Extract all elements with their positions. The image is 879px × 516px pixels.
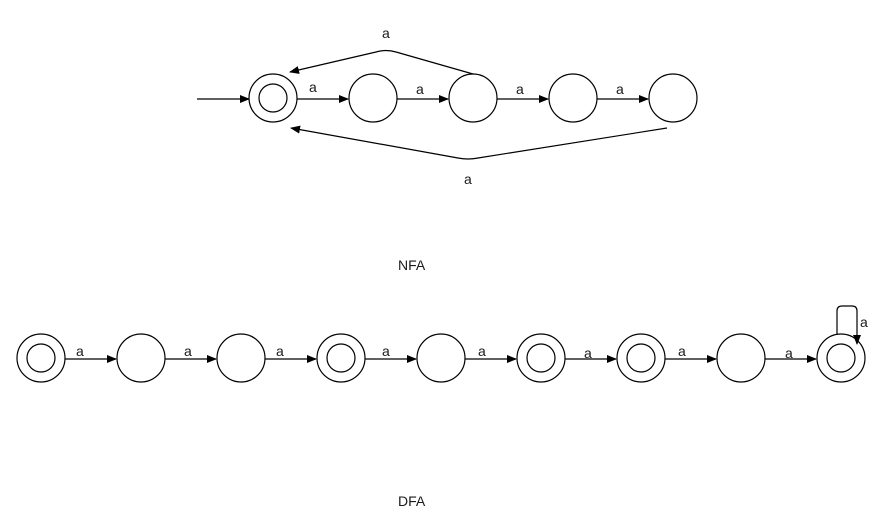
dfa-state-8-accept-ring [826, 343, 856, 373]
dfa-edge-2-3-label: a [276, 343, 284, 359]
nfa-edge-2-3-label: a [516, 81, 524, 97]
dfa-state-0 [16, 333, 66, 383]
dfa-edge-4-5-label: a [478, 343, 486, 359]
dfa-self-loop-8-label: a [860, 314, 868, 330]
dfa-state-3 [316, 333, 366, 383]
dfa-state-6 [616, 333, 666, 383]
dfa-state-5-accept-ring [526, 343, 556, 373]
nfa-edge-4-0 [290, 125, 668, 160]
nfa-diagram: a a a a a a NFA [197, 25, 698, 273]
dfa-state-4 [416, 333, 466, 383]
dfa-edge-3-4-label: a [382, 343, 390, 359]
dfa-state-0-accept-ring [26, 343, 56, 373]
dfa-state-5 [516, 333, 566, 383]
dfa-state-1 [116, 333, 166, 383]
nfa-state-0-accept-ring [258, 83, 288, 113]
dfa-edge-7-8-label: a [785, 345, 793, 361]
nfa-edge-4-0-label: a [464, 171, 472, 187]
nfa-edge-1-2-label: a [416, 81, 424, 97]
nfa-state-2 [448, 73, 498, 123]
nfa-caption: NFA [398, 257, 426, 273]
nfa-edge-2-0-label: a [382, 25, 390, 41]
nfa-state-0 [248, 73, 298, 123]
dfa-state-2 [216, 333, 266, 383]
dfa-state-8 [816, 333, 866, 383]
dfa-self-loop-8 [836, 305, 861, 345]
nfa-state-3 [548, 73, 598, 123]
nfa-state-1 [348, 73, 398, 123]
dfa-state-6-accept-ring [626, 343, 656, 373]
nfa-edge-3-4-label: a [616, 81, 624, 97]
dfa-state-3-accept-ring [326, 343, 356, 373]
dfa-diagram: a a a a a a a a a DFA [16, 305, 868, 509]
dfa-state-7 [716, 333, 766, 383]
nfa-edge-0-1-label: a [309, 79, 317, 95]
dfa-edge-1-2-label: a [184, 343, 192, 359]
dfa-caption: DFA [398, 493, 426, 509]
nfa-state-4 [648, 73, 698, 123]
dfa-edge-6-7-label: a [678, 343, 686, 359]
nfa-edge-2-0 [289, 49, 474, 75]
dfa-edge-0-1-label: a [76, 343, 84, 359]
dfa-edge-5-6-label: a [584, 345, 592, 361]
